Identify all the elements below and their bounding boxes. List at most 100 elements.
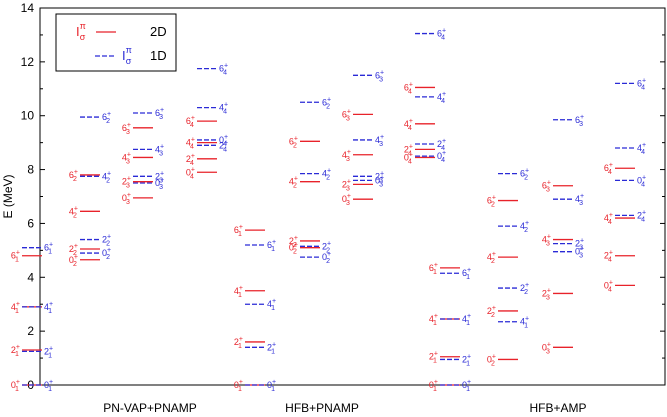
level-label: 2+1 <box>44 345 53 359</box>
level-label: 6+3 <box>575 114 584 128</box>
level-label: 2+2 <box>69 243 78 257</box>
level-label: 0+4 <box>404 151 413 165</box>
level-column: 0+24+12+22+24+24+26+26+2 <box>487 168 529 368</box>
legend-label: 1D <box>150 48 167 63</box>
level-label: 4+4 <box>404 118 413 132</box>
level-label: 0+1 <box>44 379 53 393</box>
level-column: 0+30+32+32+34+34+36+36+3 <box>122 107 164 206</box>
level-label: 4+2 <box>69 205 78 219</box>
level-label: 6+2 <box>289 135 298 149</box>
level-label: 4+3 <box>342 149 351 163</box>
level-label: 2+1 <box>267 341 276 355</box>
level-label: 0+1 <box>234 379 243 393</box>
group-label: PN-VAP+PNAMP <box>103 401 196 415</box>
level-label: 0+3 <box>122 192 131 206</box>
level-label: 0+2 <box>322 251 331 265</box>
level-label: 6+4 <box>186 115 195 129</box>
y-tick-label: 4 <box>27 270 34 284</box>
level-label: 2+1 <box>234 336 243 350</box>
level-label: 4+4 <box>604 212 613 226</box>
level-label: 4+1 <box>462 313 471 327</box>
group-label: HFB+AMP <box>529 401 586 415</box>
level-label: 4+1 <box>267 298 276 312</box>
level-label: 0+4 <box>219 134 228 148</box>
level-label: 6+2 <box>322 96 331 110</box>
level-label: 2+2 <box>487 305 496 319</box>
level-label: 6+4 <box>219 63 228 77</box>
legend-label: 2D <box>150 24 167 39</box>
level-label: 0+3 <box>342 193 351 207</box>
level-column: 0+40+42+42+44+44+46+46+4 <box>404 28 446 166</box>
level-label: 6+2 <box>520 168 529 182</box>
level-label: 4+3 <box>375 134 384 148</box>
level-label: 0+4 <box>437 150 446 164</box>
level-label: 0+2 <box>289 242 298 256</box>
y-tick-label: 8 <box>27 163 34 177</box>
level-label: 6+2 <box>102 111 111 125</box>
level-label: 6+2 <box>69 169 78 183</box>
level-label: 4+3 <box>542 234 551 248</box>
level-label: 2+4 <box>437 138 446 152</box>
level-label: 4+4 <box>437 91 446 105</box>
level-label: 2+4 <box>219 139 228 153</box>
level-label: 2+4 <box>186 153 195 167</box>
level-label: 0+2 <box>102 247 111 261</box>
level-label: 2+3 <box>575 238 584 252</box>
level-label: 2+4 <box>604 250 613 264</box>
level-label: 6+3 <box>375 69 384 83</box>
level-label: 0+2 <box>487 353 496 367</box>
level-label: 0+2 <box>69 254 78 268</box>
level-label: 2+3 <box>342 178 351 192</box>
level-label: 4+4 <box>637 142 646 156</box>
level-label: 2+2 <box>520 282 529 296</box>
level-label: 2+2 <box>102 234 111 248</box>
level-label: 2+4 <box>404 143 413 157</box>
level-label: 2+3 <box>375 170 384 184</box>
level-label: 2+1 <box>11 344 20 358</box>
level-label: 0+3 <box>542 341 551 355</box>
level-label: 4+2 <box>487 251 496 265</box>
level-label: 6+3 <box>122 122 131 136</box>
y-tick-label: 10 <box>21 109 35 123</box>
level-label: 2+1 <box>429 351 438 365</box>
level-label: 2+4 <box>637 209 646 223</box>
level-label: 2+3 <box>122 176 131 190</box>
level-label: 6+1 <box>267 239 276 253</box>
level-label: 6+1 <box>462 267 471 281</box>
level-label: 2+1 <box>462 353 471 367</box>
level-label: 0+4 <box>604 279 613 293</box>
level-label: 0+3 <box>575 246 584 260</box>
level-label: 4+4 <box>219 102 228 116</box>
level-label: 6+4 <box>437 28 446 42</box>
level-label: 4+3 <box>575 193 584 207</box>
level-label: 0+1 <box>462 379 471 393</box>
y-tick-label: 12 <box>21 55 35 69</box>
level-label: 4+2 <box>102 170 111 184</box>
level-column: 0+32+30+32+34+34+36+36+3 <box>342 69 384 207</box>
y-tick-label: 14 <box>21 1 35 15</box>
level-label: 6+2 <box>487 195 496 209</box>
level-column: 0+42+44+46+42+40+44+46+4 <box>604 77 646 293</box>
level-label: 6+3 <box>542 180 551 194</box>
level-label: 2+2 <box>289 235 298 249</box>
level-label: 4+1 <box>520 316 529 330</box>
level-label: 2+3 <box>542 287 551 301</box>
level-label: 6+4 <box>604 162 613 176</box>
level-label: 2+3 <box>155 170 164 184</box>
level-label: 2+2 <box>322 240 331 254</box>
level-label: 6+3 <box>342 108 351 122</box>
level-label: 6+1 <box>429 262 438 276</box>
level-label: 0+3 <box>155 177 164 191</box>
